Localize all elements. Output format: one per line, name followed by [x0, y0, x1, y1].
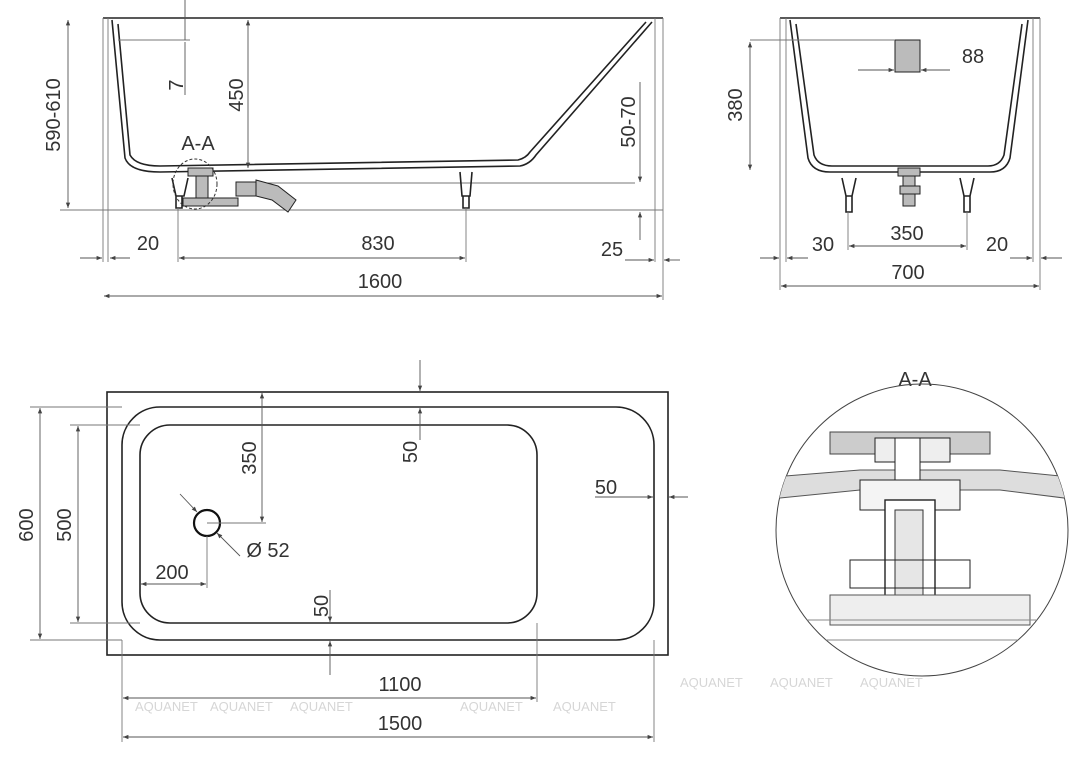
plan-bottom-area: [139, 424, 538, 624]
plan-drain-from-top-label: 350: [239, 441, 261, 474]
side-leg-right: [459, 171, 473, 209]
watermark: AQUANET: [553, 699, 616, 714]
plan-rim-bottom-label: 50: [311, 595, 333, 617]
plan-inner-length-label: 1100: [378, 674, 421, 696]
detail-circle: [775, 383, 1069, 677]
plan-outer-width-label: 600: [16, 508, 38, 541]
side-section-label: A-A: [181, 133, 215, 155]
side-leg-left: [171, 177, 189, 209]
watermark: AQUANET: [210, 699, 273, 714]
end-right-offset-label: 20: [986, 234, 1008, 256]
end-overflow-width-label: 88: [962, 46, 984, 68]
watermark: AQUANET: [135, 699, 198, 714]
side-height-range-label: 590-610: [43, 78, 65, 151]
watermark: AQUANET: [460, 699, 523, 714]
watermark: AQUANET: [680, 675, 743, 690]
watermark: AQUANET: [860, 675, 923, 690]
plan-rim-right-label: 50: [595, 477, 617, 499]
end-drain-assembly: [897, 167, 921, 207]
end-depth-label: 380: [725, 88, 747, 121]
plan-inner-basin: [121, 406, 655, 641]
end-leg-spacing-label: 350: [890, 223, 923, 245]
watermarks: AQUANET AQUANET AQUANET AQUANET AQUANET …: [135, 675, 923, 714]
side-leg-adjust-label: 50-70: [618, 96, 640, 147]
plan-drain-diameter-label: Ø 52: [246, 540, 289, 562]
side-right-offset-label: 25: [601, 239, 623, 261]
watermark: AQUANET: [290, 699, 353, 714]
side-leg-spacing-label: 830: [361, 233, 394, 255]
plan-inner-width-label: 500: [54, 508, 76, 541]
drain-detail-section: [776, 431, 1068, 641]
side-view: 590-610 7 450 A-A 50-70 20 830 25 1600: [43, 0, 680, 300]
side-overflow-offset-label: 7: [166, 79, 188, 90]
plan-outer-length-label: 1500: [378, 713, 423, 735]
end-view: 380 88 30 350 20 700: [725, 17, 1062, 290]
plan-rim-top-label: 50: [400, 441, 422, 463]
plan-outer-rim: [106, 391, 669, 656]
detail-label: A-A: [898, 369, 932, 391]
side-drain-assembly: [172, 158, 297, 213]
plan-view: 600 500 350 50 50 Ø 52 200 50 1100 1500: [16, 360, 688, 742]
end-width-label: 700: [891, 262, 924, 284]
watermark: AQUANET: [770, 675, 833, 690]
side-depth-label: 450: [226, 78, 248, 111]
side-tub-outline: [103, 17, 663, 173]
end-left-offset-label: 30: [812, 234, 834, 256]
side-left-offset-label: 20: [137, 233, 159, 255]
side-length-label: 1600: [358, 271, 403, 293]
plan-drain-from-left-label: 200: [155, 562, 188, 584]
detail-view: A-A: [775, 369, 1069, 677]
